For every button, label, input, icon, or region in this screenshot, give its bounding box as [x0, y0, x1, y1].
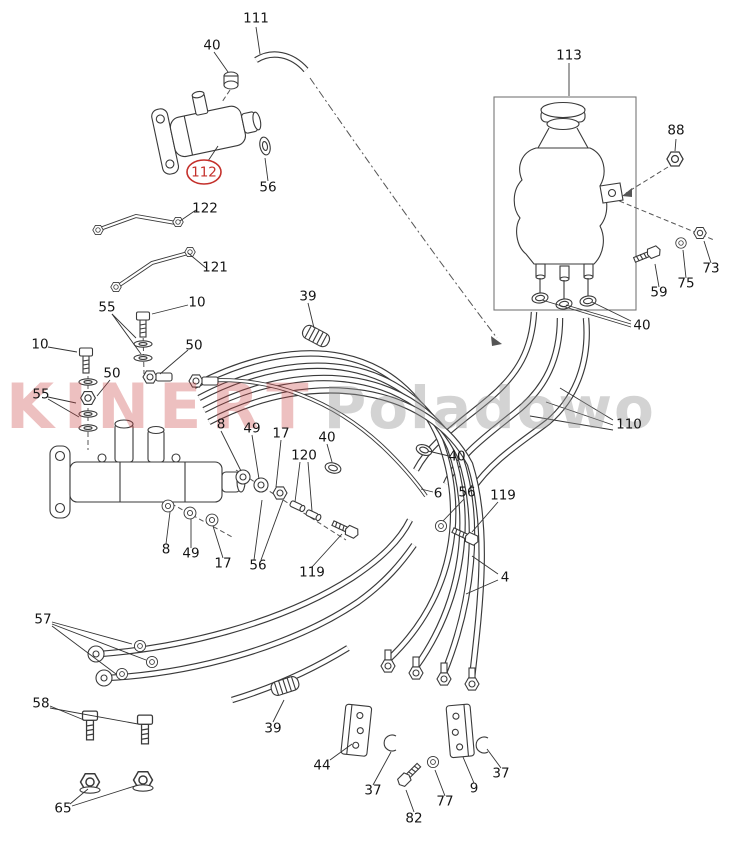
brake-master-cylinder-art [49, 419, 246, 519]
part-label-57[interactable]: 57 [34, 611, 52, 628]
part-label-6[interactable]: 6 [433, 485, 443, 502]
part-label-119-b[interactable]: 119 [299, 564, 325, 581]
part-label-113[interactable]: 113 [556, 47, 582, 64]
part-label-112-highlighted[interactable]: 112 [191, 164, 217, 181]
part-label-55-a[interactable]: 55 [98, 299, 116, 316]
part-label-58[interactable]: 58 [32, 695, 50, 712]
seal-washer-56-art [259, 136, 271, 156]
fitting-columns-art [78, 311, 219, 432]
pipe-end-fittings-art [380, 649, 480, 691]
part-label-44[interactable]: 44 [313, 757, 331, 774]
part-label-37-b[interactable]: 37 [492, 765, 510, 782]
part-label-77[interactable]: 77 [436, 793, 454, 810]
part-label-65[interactable]: 65 [54, 800, 72, 817]
part-label-73[interactable]: 73 [702, 260, 720, 277]
part-label-120[interactable]: 120 [291, 447, 317, 464]
highlight-circle-112 [186, 159, 222, 185]
part-label-59[interactable]: 59 [650, 284, 668, 301]
part-label-37-a[interactable]: 37 [364, 782, 382, 799]
part-label-50-b[interactable]: 50 [103, 365, 121, 382]
part-label-17-a[interactable]: 17 [272, 425, 290, 442]
part-label-17-b[interactable]: 17 [214, 555, 232, 572]
part-label-40-b[interactable]: 40 [633, 317, 651, 334]
part-label-40-d[interactable]: 40 [448, 448, 466, 465]
part-label-56-a[interactable]: 56 [259, 179, 277, 196]
part-label-88[interactable]: 88 [667, 122, 685, 139]
part-label-39-b[interactable]: 39 [264, 720, 282, 737]
bottom-brackets-art [340, 703, 489, 789]
clutch-master-cylinder-art [151, 90, 262, 175]
part-label-50-a[interactable]: 50 [185, 337, 203, 354]
leader-lines [47, 26, 712, 813]
part-label-49-b[interactable]: 49 [182, 545, 200, 562]
part-label-9[interactable]: 9 [469, 780, 479, 797]
part-label-56-b[interactable]: 56 [458, 484, 476, 501]
part-label-40-c[interactable]: 40 [318, 429, 336, 446]
part-label-39-a[interactable]: 39 [299, 288, 317, 305]
part-label-82[interactable]: 82 [405, 810, 423, 827]
outlet-small-parts-art [161, 442, 481, 547]
part-label-119-a[interactable]: 119 [490, 487, 516, 504]
hoses-art [99, 51, 590, 704]
part-label-121[interactable]: 121 [202, 259, 228, 276]
part-label-111[interactable]: 111 [243, 10, 269, 27]
reservoir-fasteners-art [632, 151, 707, 266]
reservoir-art [493, 96, 637, 311]
part-label-10-b[interactable]: 10 [188, 294, 206, 311]
part-label-122[interactable]: 122 [192, 200, 218, 217]
part-label-10-a[interactable]: 10 [31, 336, 49, 353]
part-label-55-b[interactable]: 55 [32, 386, 50, 403]
part-label-56-c[interactable]: 56 [249, 557, 267, 574]
bottom-left-fasteners-art [79, 639, 159, 794]
part-label-4[interactable]: 4 [500, 569, 510, 586]
part-label-8-a[interactable]: 8 [216, 416, 226, 433]
part-label-110[interactable]: 110 [616, 416, 642, 433]
part-label-40-a[interactable]: 40 [203, 37, 221, 54]
part-label-8-b[interactable]: 8 [161, 541, 171, 558]
cap-art [223, 71, 239, 90]
part-label-49-a[interactable]: 49 [243, 420, 261, 437]
part-label-75[interactable]: 75 [677, 275, 695, 292]
